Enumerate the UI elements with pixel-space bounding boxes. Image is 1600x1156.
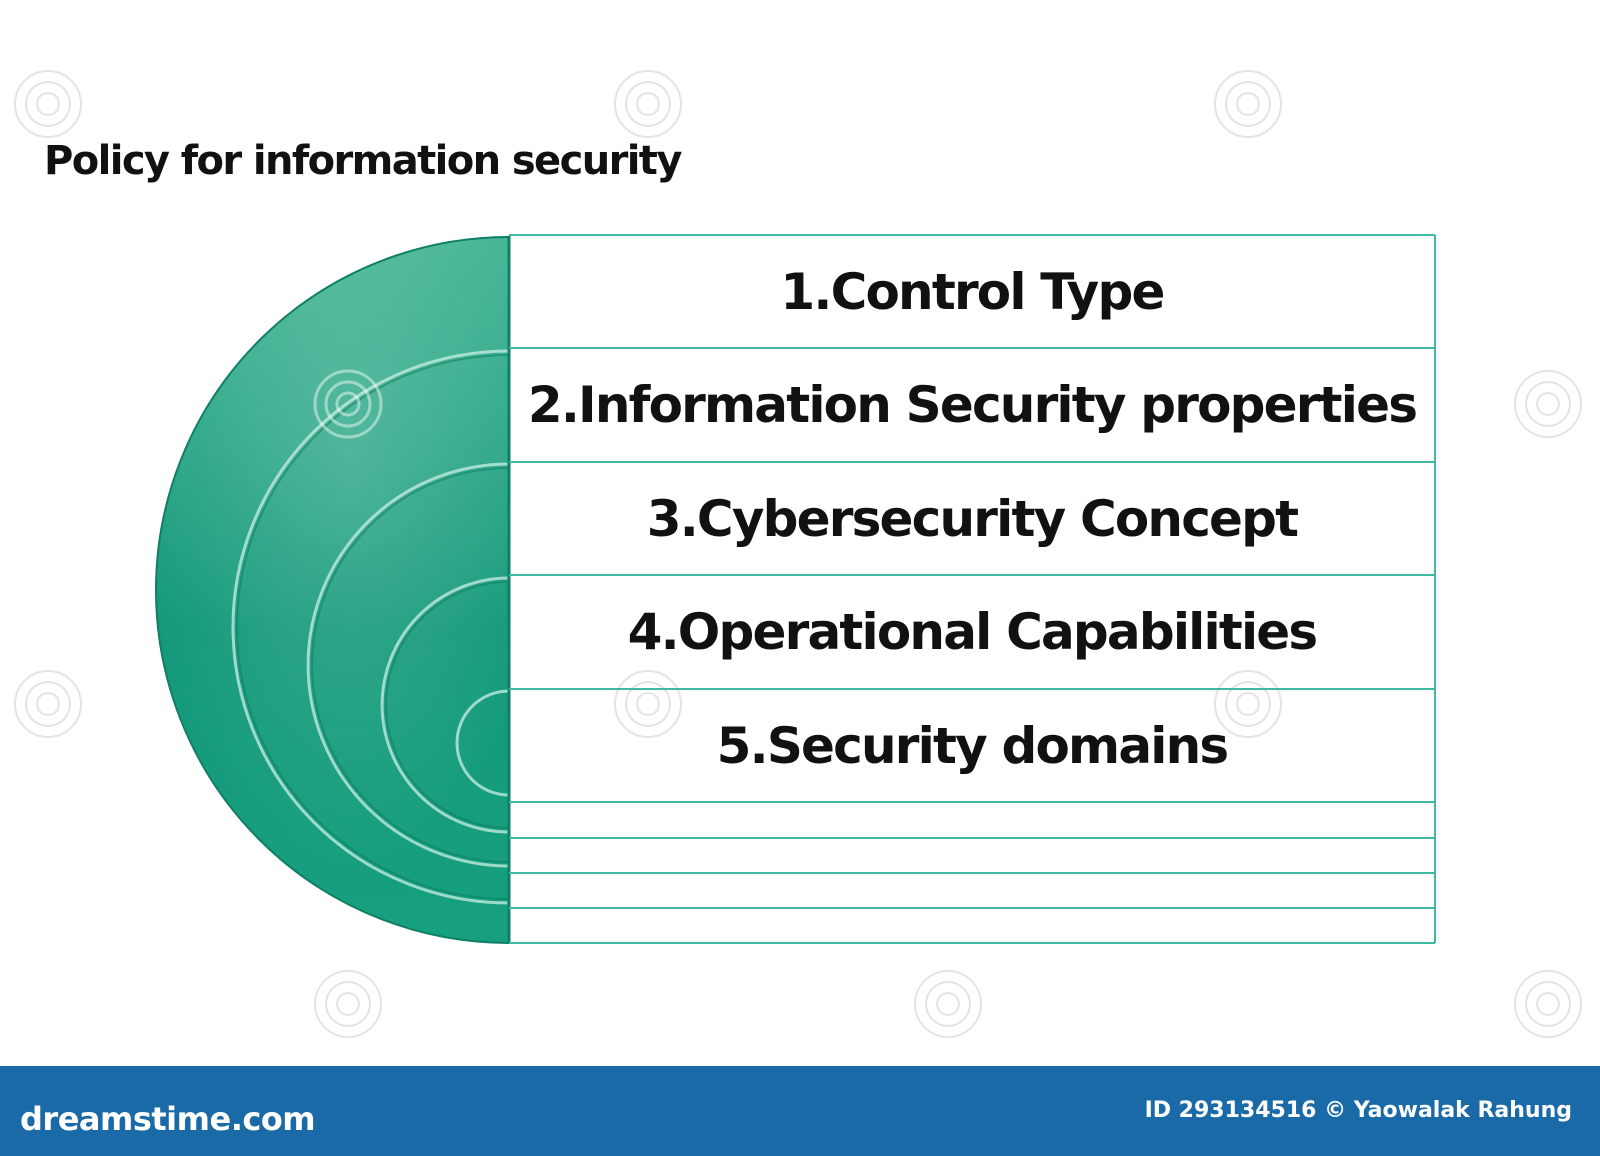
footer-bar <box>0 1066 1600 1156</box>
item-label-control-type: 1.Control Type <box>780 262 1165 321</box>
footer-logo[interactable]: dreamstime.com <box>20 1100 316 1138</box>
item-label-operational-capabilities: 4.Operational Capabilities <box>627 603 1319 661</box>
list-item: 3.Cybersecurity Concept <box>509 462 1435 575</box>
diagram-title: Policy for information security <box>44 138 682 184</box>
list-item: 5.Security domains <box>509 689 1435 802</box>
item-label-security-properties: 2.Information Security properties <box>527 376 1418 434</box>
list-item: 2.Information Security properties <box>509 348 1435 462</box>
footer-credit: ID 293134516 © Yaowalak Rahung <box>1144 1098 1572 1123</box>
item-label-cybersecurity-concept: 3.Cybersecurity Concept <box>646 489 1299 548</box>
list-item: 4.Operational Capabilities <box>509 575 1435 689</box>
list-item: 1.Control Type <box>509 235 1435 348</box>
item-list: 1.Control Type 2.Information Security pr… <box>509 235 1435 945</box>
item-label-security-domains: 5.Security domains <box>716 716 1230 775</box>
